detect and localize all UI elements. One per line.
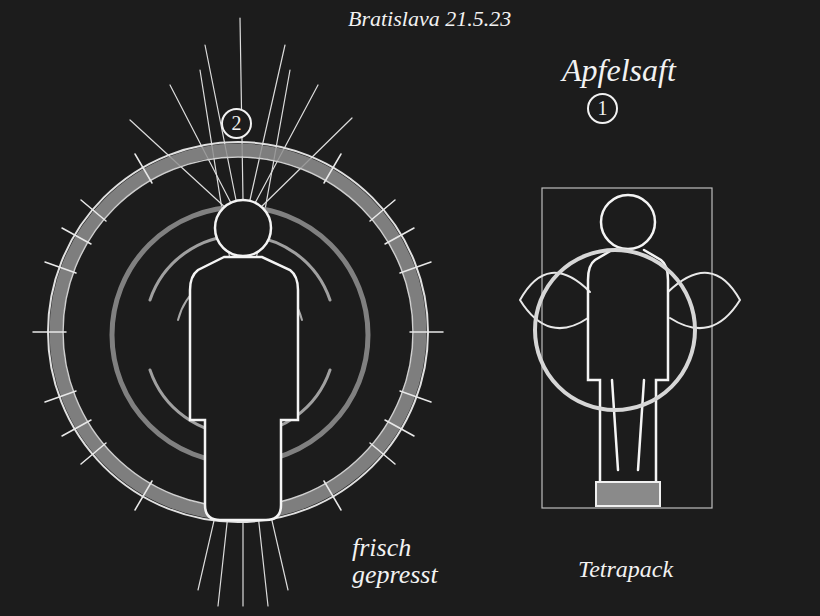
radiant-figure [33, 18, 443, 606]
figure-caption: frisch gepresst [352, 534, 452, 589]
figure-caption: Tetrapack [578, 556, 673, 583]
product-label: Apfelsaft [562, 52, 676, 89]
tetrapack-figure [520, 188, 740, 508]
callout-circle: 2 [220, 107, 253, 140]
callout-number: 2 [232, 112, 242, 135]
callout-number: 1 [598, 97, 608, 120]
callout-circle: 1 [586, 92, 619, 125]
board-title: Bratislava 21.5.23 [348, 6, 511, 32]
